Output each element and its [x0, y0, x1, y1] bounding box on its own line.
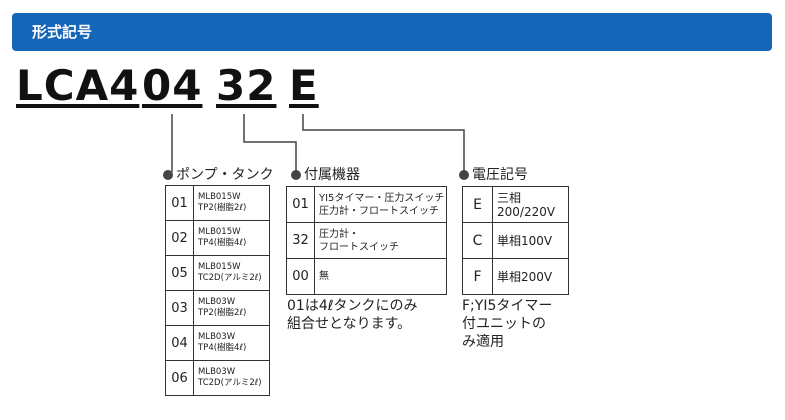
option-code: 05	[165, 255, 194, 291]
table-row: 00 無	[286, 258, 447, 295]
section-header: 形式記号	[12, 13, 772, 51]
section-title: 形式記号	[32, 23, 93, 41]
voltage-note: F;YI5タイマー 付ユニットの み適用	[462, 298, 553, 350]
model-code-accessory: 32	[216, 61, 277, 110]
option-desc: 三相200/220V	[492, 186, 569, 223]
pump-group-label: ポンプ・タンク	[163, 167, 274, 183]
option-code: F	[462, 258, 493, 295]
option-code: 03	[165, 290, 194, 326]
accessory-options-table: 01 YI5タイマー・圧力スイッチ圧力計・フロートスイッチ 32 圧力計・フロー…	[286, 186, 447, 295]
bullet-dot-icon	[459, 170, 469, 180]
option-code: E	[462, 186, 493, 223]
option-desc: YI5タイマー・圧力スイッチ圧力計・フロートスイッチ	[314, 186, 447, 223]
accessory-group-label: 付属機器	[291, 167, 360, 183]
table-row: 01 YI5タイマー・圧力スイッチ圧力計・フロートスイッチ	[286, 186, 447, 223]
option-code: 01	[165, 185, 194, 221]
option-code: C	[462, 222, 493, 259]
bullet-dot-icon	[291, 170, 301, 180]
option-code: 00	[286, 258, 315, 295]
model-code-voltage: E	[289, 61, 319, 110]
table-row: 32 圧力計・フロートスイッチ	[286, 222, 447, 259]
model-code-pump: 04	[142, 61, 203, 110]
option-code: 04	[165, 325, 194, 361]
pump-group-title: ポンプ・タンク	[176, 167, 274, 183]
accessory-group-title: 付属機器	[304, 167, 360, 183]
voltage-group-label: 電圧記号	[459, 167, 528, 183]
option-code: 32	[286, 222, 315, 259]
option-desc: 単相100V	[492, 222, 569, 259]
option-code: 01	[286, 186, 315, 223]
table-row: E 三相200/220V	[462, 186, 569, 223]
table-row: F 単相200V	[462, 258, 569, 295]
option-desc: 無	[314, 258, 447, 295]
accessory-connector	[243, 114, 297, 172]
option-code: 02	[165, 220, 194, 256]
voltage-options-table: E 三相200/220V C 単相100V F 単相200V	[462, 186, 569, 295]
model-code-base: LCA4	[16, 61, 140, 110]
bullet-dot-icon	[163, 170, 173, 180]
voltage-group-title: 電圧記号	[472, 167, 528, 183]
option-desc: 圧力計・フロートスイッチ	[314, 222, 447, 259]
accessory-note: 01は4ℓタンクにのみ 組合せとなります。	[287, 298, 418, 332]
voltage-connector	[302, 114, 465, 172]
option-code: 06	[165, 360, 194, 396]
table-row: C 単相100V	[462, 222, 569, 259]
option-desc: 単相200V	[492, 258, 569, 295]
